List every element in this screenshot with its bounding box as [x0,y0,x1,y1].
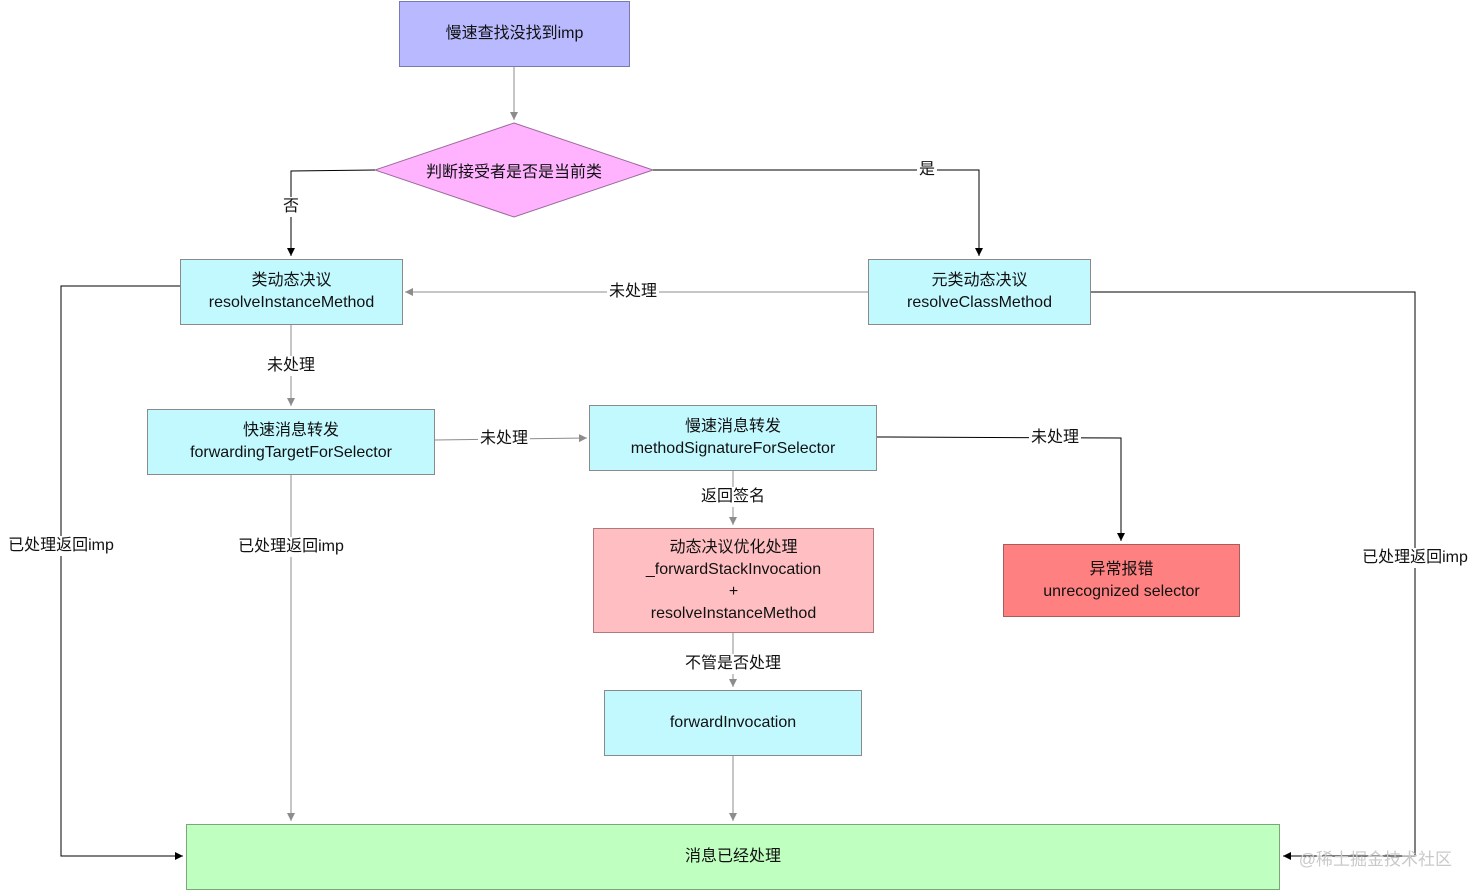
node-forward-invocation: forwardInvocation [604,690,862,756]
watermark: @稀土掘金技术社区 [1298,850,1452,869]
node-forward-invocation-method: forwardInvocation [669,714,797,731]
edge-label-yes: 是 [916,160,938,180]
edge-label-no: 否 [280,197,302,217]
edge-label-right-handled: 已处理返回imp [1360,548,1470,568]
node-error-title: 异常报错 [1089,560,1154,578]
edge-decision-no [287,169,376,256]
node-fast-forward-title: 快速消息转发 [242,422,339,439]
node-slow-forward: 慢速消息转发 methodSignatureForSelector [589,405,877,471]
edge-label-return-signature: 返回签名 [698,487,768,507]
edge-slow-error [876,436,1125,541]
node-meta-resolve-method: resolveClassMethod [907,294,1052,311]
edge-decision-yes [653,169,983,256]
decision-label: 判断接受者是否是当前类 [425,164,603,181]
node-dynamic-opt-method2: resolveInstanceMethod [650,604,817,622]
node-fast-forward-method: forwardingTargetForSelector [190,444,392,461]
node-handled-label: 消息已经处理 [684,848,781,865]
node-meta-resolve: 元类动态决议 resolveClassMethod [868,259,1091,325]
node-meta-resolve-title: 元类动态决议 [931,272,1028,289]
edge-label-meta-unhandled: 未处理 [606,282,660,302]
node-start: 慢速查找没找到imp [399,1,630,67]
node-error: 异常报错 unrecognized selector [1003,544,1240,617]
edge-label-fast-handled: 已处理返回imp [236,537,346,557]
decision-diamond [373,122,655,218]
edge-label-fast-unhandled: 未处理 [477,429,531,449]
node-handled: 消息已经处理 [186,824,1280,890]
node-fast-forward: 快速消息转发 forwardingTargetForSelector [147,409,435,475]
node-dynamic-opt-title: 动态决议优化处理 [669,538,798,556]
node-dynamic-opt-method1: _forwardStackInvocation [645,560,822,578]
edge-label-left-handled: 已处理返回imp [6,536,116,556]
node-class-resolve-method: resolveInstanceMethod [208,294,375,311]
edge-label-slow-unhandled: 未处理 [1028,428,1082,448]
node-slow-forward-method: methodSignatureForSelector [630,440,836,457]
node-slow-forward-title: 慢速消息转发 [684,418,781,435]
node-dynamic-opt-plus: + [728,582,739,600]
edge-meta-handled [1091,291,1416,860]
edge-class-handled [60,285,183,860]
edge-label-regardless: 不管是否处理 [682,654,784,674]
node-start-label: 慢速查找没找到imp [445,25,584,42]
node-error-message: unrecognized selector [1043,582,1200,600]
node-class-resolve-title: 类动态决议 [251,272,332,289]
edge-label-class-unhandled: 未处理 [264,356,318,376]
node-class-resolve: 类动态决议 resolveInstanceMethod [180,259,403,325]
node-dynamic-opt: 动态决议优化处理 _forwardStackInvocation + resol… [593,528,874,633]
